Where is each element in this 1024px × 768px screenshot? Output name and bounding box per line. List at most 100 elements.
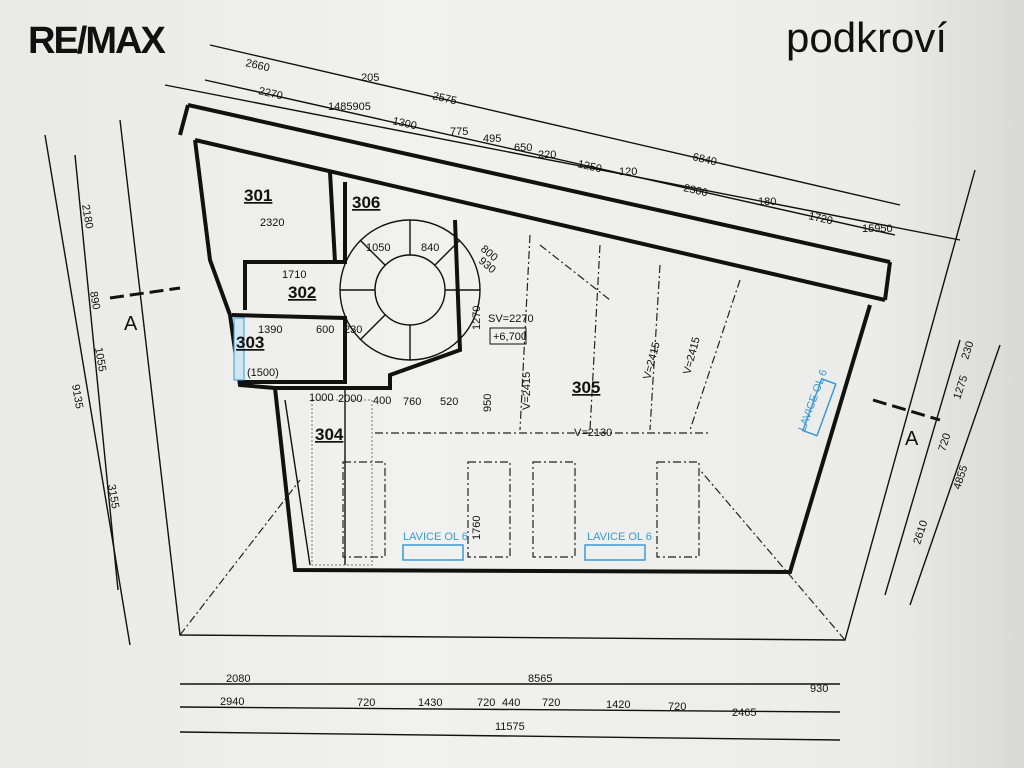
label-sv: SV=2270 — [488, 313, 534, 325]
wall-top-inner — [194, 138, 886, 302]
dim: 720 — [668, 701, 686, 713]
dim: 230 — [344, 324, 362, 336]
label-bath: (1500) — [247, 367, 279, 379]
room-306: 306 — [352, 193, 380, 212]
bench-label-2: LAVICE OL 6 — [587, 531, 652, 543]
dim: 520 — [440, 396, 458, 408]
dim: 6840 — [691, 151, 718, 168]
dim: 720 — [542, 697, 560, 709]
skylights — [342, 461, 700, 558]
dim: 2610 — [911, 519, 930, 546]
wall-303 — [231, 313, 347, 384]
page-title: podkroví — [786, 14, 948, 61]
dim: 720 — [477, 697, 495, 709]
dim: 15950 — [862, 223, 893, 235]
top-outer-line — [164, 84, 961, 241]
dim: 2575 — [431, 90, 458, 107]
dim: 440 — [502, 697, 520, 709]
dim: 4855 — [951, 464, 970, 491]
dim: 1055 — [92, 346, 108, 372]
dim: 495 — [483, 133, 501, 145]
dim: 1050 — [366, 242, 390, 254]
label-v2415: V=2415 — [521, 372, 533, 410]
bench-1 — [402, 544, 464, 561]
dim: 400 — [373, 395, 391, 407]
room-301: 301 — [244, 186, 272, 205]
label-v2415: V=2415 — [681, 336, 702, 376]
dim: 2465 — [732, 707, 756, 719]
wall-stair — [275, 219, 463, 390]
roof-lines — [179, 234, 846, 641]
remax-logo: RE/MAX — [28, 20, 166, 62]
dim: 180 — [758, 196, 776, 208]
section-marker-a: A A — [109, 286, 941, 450]
dim: 1760 — [471, 516, 483, 540]
room-303: 303 — [236, 333, 264, 352]
top-dimensions: 2660 205 2575 2270 1485905 1300 775 495 … — [244, 57, 892, 235]
bench-2 — [584, 544, 646, 561]
dim: 1430 — [418, 697, 442, 709]
dim: 2660 — [244, 57, 271, 74]
roof-outline — [119, 119, 976, 641]
dim: 600 — [316, 324, 334, 336]
room-302: 302 — [288, 283, 316, 302]
dim: 1300 — [391, 115, 418, 132]
dim: 205 — [361, 72, 379, 84]
dim: 1275 — [951, 374, 970, 401]
building-outline — [193, 139, 872, 575]
dim: 775 — [450, 126, 468, 138]
inner-dimensions: 2320 1050 840 800 930 1710 1390 600 230 … — [258, 217, 500, 540]
dim: 1390 — [258, 324, 282, 336]
dim: 120 — [619, 166, 637, 178]
dim: 930 — [810, 683, 828, 695]
bathtub — [233, 317, 245, 381]
dim: 230 — [959, 340, 976, 361]
dim: 3155 — [105, 483, 121, 509]
tile-area — [311, 399, 373, 566]
wall-306 — [243, 182, 347, 310]
stair-treads — [340, 220, 480, 360]
dim: 760 — [403, 396, 421, 408]
dim: 2180 — [79, 203, 95, 229]
dimension-lines — [44, 44, 1001, 741]
label-v2130: V=2130 — [574, 427, 612, 439]
dim: 9135 — [69, 383, 85, 409]
dim: 890 — [87, 290, 102, 310]
dim: 2940 — [220, 696, 244, 708]
dim: 720 — [936, 432, 953, 453]
dim: 2080 — [226, 673, 250, 685]
dim: 720 — [357, 697, 375, 709]
label-level: +6,700 — [493, 331, 527, 343]
dim: 1720 — [807, 210, 834, 227]
level-box — [489, 327, 527, 345]
room-305: 305 — [572, 378, 600, 397]
dim: 1000 — [309, 392, 333, 404]
bench-label-3: LAVICE OL 6 — [797, 368, 830, 433]
dim: 840 — [421, 242, 439, 254]
dim: 2320 — [260, 217, 284, 229]
dim: 8565 — [528, 673, 552, 685]
dim: 1710 — [282, 269, 306, 281]
wall-end — [178, 104, 190, 136]
label-v2415: V=2415 — [641, 341, 662, 381]
dim: 1270 — [471, 306, 483, 330]
room-304: 304 — [315, 425, 344, 444]
section-label-left: A — [124, 313, 138, 335]
dim: 1420 — [606, 699, 630, 711]
dim: 11575 — [495, 721, 525, 733]
dim: 1250 — [576, 158, 603, 175]
section-label-right: A — [905, 428, 919, 450]
dim: 220 — [538, 149, 556, 161]
stair-core — [374, 254, 446, 326]
dim: 2000 — [338, 393, 362, 405]
dim: 2270 — [257, 85, 284, 102]
bench-3 — [801, 377, 837, 437]
wall-301 — [328, 171, 337, 263]
bench-label-1: LAVICE OL 6 — [403, 531, 468, 543]
bottom-dimensions: 2080 8565 930 2940 720 1430 720 440 720 … — [220, 673, 828, 733]
dim: 1485905 — [328, 101, 371, 113]
wall-top-outer — [187, 103, 891, 264]
dim: 2300 — [682, 182, 709, 199]
dim: 650 — [514, 142, 532, 154]
